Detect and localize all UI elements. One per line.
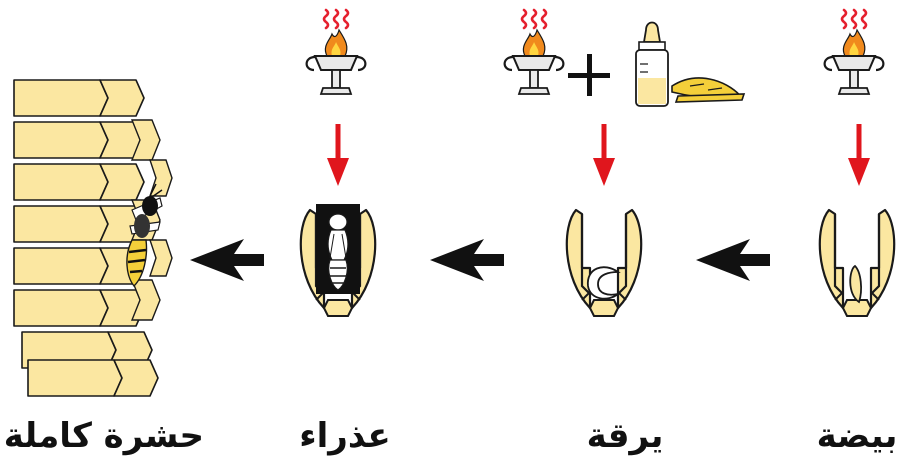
feeding-bottle-icon bbox=[635, 21, 669, 107]
heater-icon-larva bbox=[503, 8, 565, 96]
plus-icon bbox=[568, 54, 610, 96]
transition-arrow-pupa-to-adult bbox=[190, 239, 264, 281]
honeycomb bbox=[13, 79, 173, 397]
label-larva: يرقة bbox=[586, 416, 664, 456]
label-pupa: عذراء bbox=[299, 416, 391, 456]
heater-icon-egg bbox=[823, 8, 885, 96]
larva-cell bbox=[565, 208, 643, 318]
pollen-spoon-icon bbox=[671, 77, 746, 103]
pupa-shape bbox=[327, 213, 349, 291]
pupa-cell bbox=[299, 204, 377, 318]
heat-arrow-larva bbox=[593, 124, 615, 186]
label-adult: حشرة كاملة bbox=[3, 416, 204, 456]
heat-arrow-pupa bbox=[327, 124, 349, 186]
egg-cell bbox=[818, 208, 896, 318]
transition-arrow-larva-to-pupa bbox=[430, 239, 504, 281]
adult-bee-icon bbox=[126, 183, 163, 288]
heater-icon-pupa bbox=[305, 8, 367, 96]
larva-shape bbox=[587, 266, 621, 300]
transition-arrow-egg-to-larva bbox=[696, 239, 770, 281]
label-egg: بيضة bbox=[816, 416, 898, 456]
egg-shape bbox=[849, 264, 862, 304]
heat-arrow-egg bbox=[848, 124, 870, 186]
